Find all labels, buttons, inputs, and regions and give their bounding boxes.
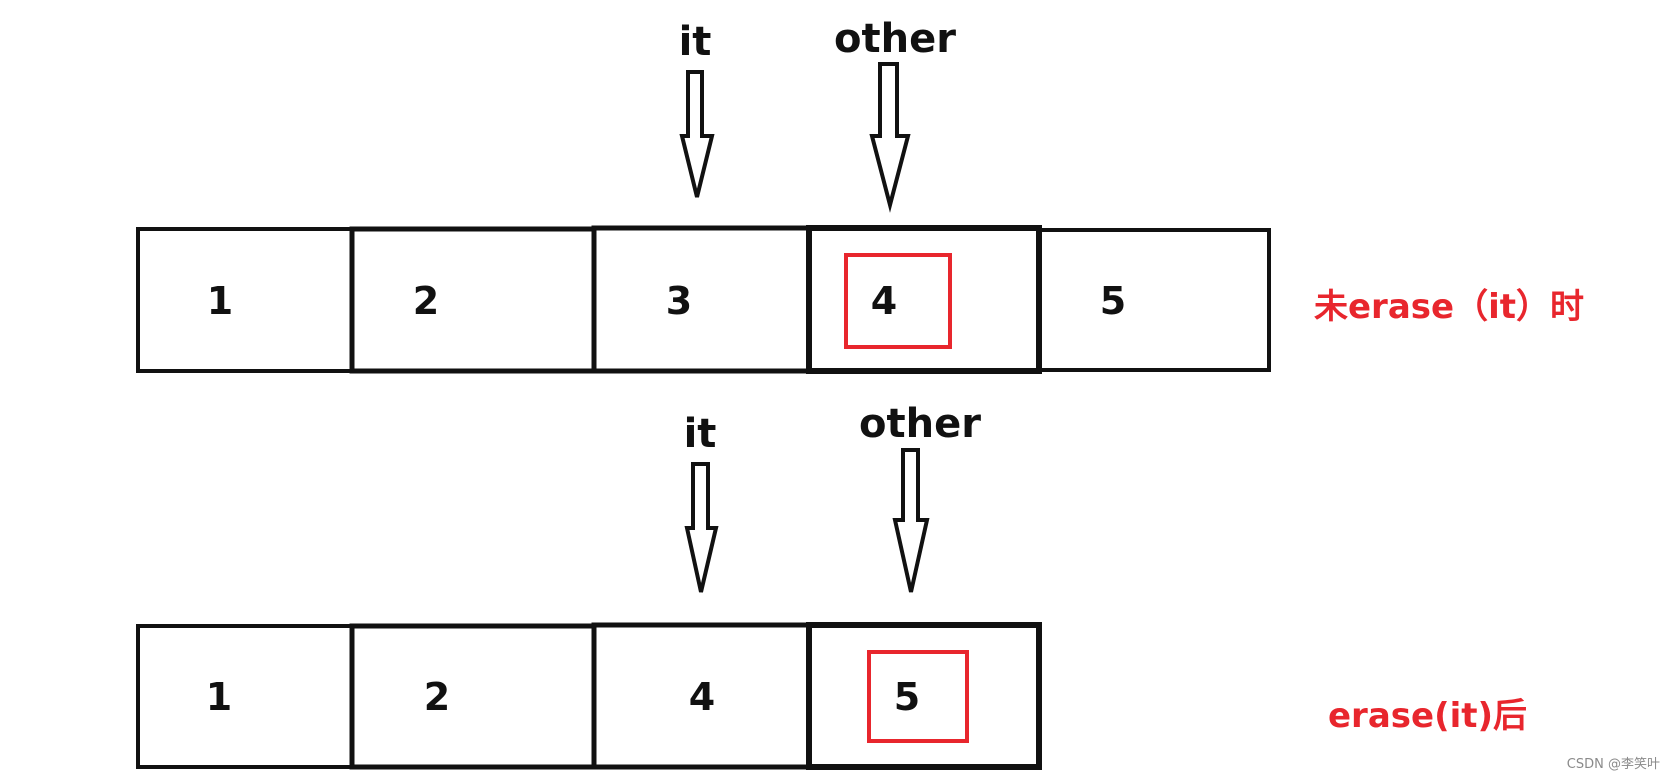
before-cell-4 xyxy=(806,225,1042,374)
after-cell-1-value: 1 xyxy=(206,675,232,719)
after-highlight-box xyxy=(867,650,969,743)
before-cell-5 xyxy=(1037,228,1271,372)
before-other-arrow xyxy=(869,62,911,213)
before-cell-2-value: 2 xyxy=(413,279,439,323)
before-cell-1-value: 1 xyxy=(207,279,233,323)
before-cell-3-value: 3 xyxy=(666,279,692,323)
after-cell-3-value: 4 xyxy=(689,675,715,719)
after-row: it other 1 2 4 5 erase(it)后 xyxy=(136,401,1527,770)
before-highlight-box xyxy=(844,253,952,349)
after-cell-4 xyxy=(806,622,1042,770)
after-other-label: other xyxy=(859,401,981,447)
before-cell-3 xyxy=(591,225,812,374)
after-it-label: it xyxy=(684,411,717,457)
after-caption: erase(it)后 xyxy=(1328,696,1527,736)
before-row: it other 1 2 3 4 5 未erase（it）时 xyxy=(136,16,1584,374)
after-cell-2-value: 2 xyxy=(424,675,450,719)
before-cell-5-value: 5 xyxy=(1100,279,1126,323)
watermark: CSDN @李笑叶 xyxy=(1567,756,1660,772)
before-caption: 未erase（it）时 xyxy=(1314,287,1584,327)
before-cell-2 xyxy=(349,226,597,374)
after-other-arrow xyxy=(892,448,930,593)
after-cell-1 xyxy=(136,624,354,769)
before-cell-4-value: 4 xyxy=(871,279,897,323)
before-it-label: it xyxy=(679,19,712,65)
after-cell-2 xyxy=(349,623,597,770)
before-other-label: other xyxy=(834,16,956,62)
before-it-arrow xyxy=(679,70,715,198)
after-it-arrow xyxy=(684,462,719,593)
after-cell-4-value: 5 xyxy=(894,675,920,719)
before-cell-1 xyxy=(136,227,354,373)
